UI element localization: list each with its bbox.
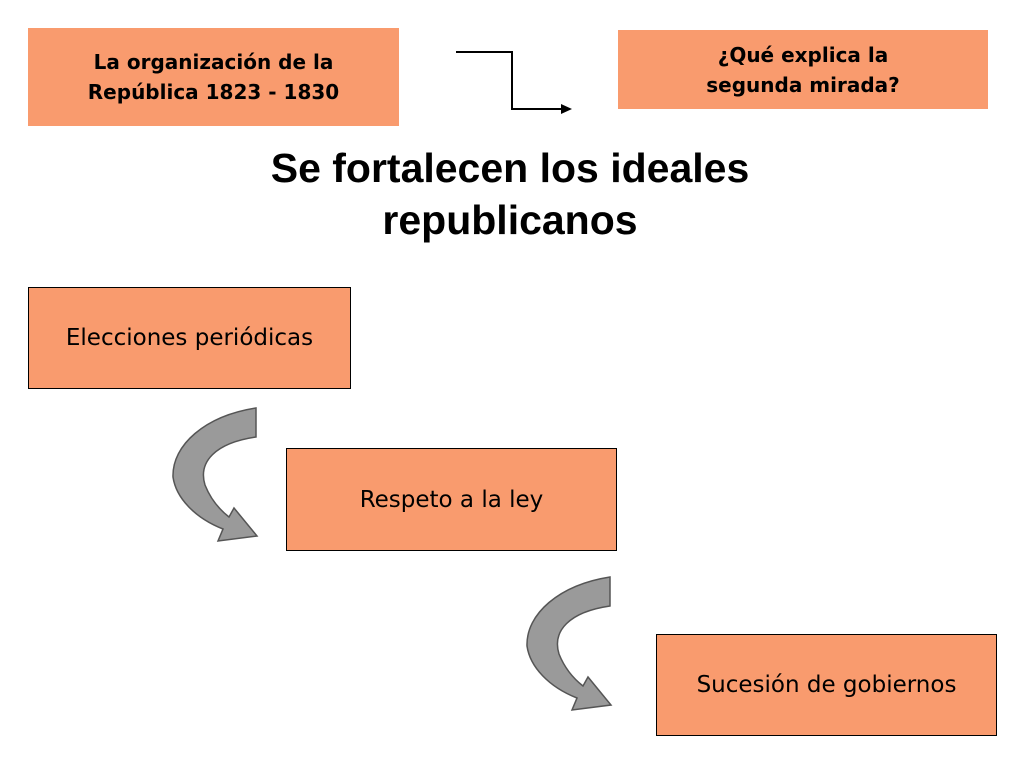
flow-step-label: Elecciones periódicas	[65, 325, 314, 351]
curved-arrow-icon	[172, 407, 259, 542]
topic-line-1: La organización de la	[93, 50, 334, 74]
question-box: ¿Qué explica la segunda mirada?	[618, 30, 988, 109]
topic-line-2: República 1823 - 1830	[87, 80, 340, 104]
flow-step-respeto: Respeto a la ley	[286, 448, 617, 551]
main-title-line-1: Se fortalecen los ideales	[270, 145, 750, 191]
main-title-line-2: republicanos	[382, 197, 638, 243]
main-title: Se fortalecen los ideales republicanos	[160, 142, 860, 246]
curved-arrow-icon	[526, 576, 613, 711]
question-line-1: ¿Qué explica la	[717, 42, 889, 67]
question-line-2: segunda mirada?	[706, 72, 900, 97]
flow-step-label: Sucesión de gobiernos	[696, 672, 957, 698]
flow-step-label: Respeto a la ley	[359, 486, 544, 513]
topic-box: La organización de la República 1823 - 1…	[28, 28, 399, 126]
topic-text: La organización de la República 1823 - 1…	[88, 47, 339, 107]
flow-step-sucesion: Sucesión de gobiernos	[656, 634, 997, 736]
question-text: ¿Qué explica la segunda mirada?	[706, 40, 900, 100]
elbow-arrow-icon	[456, 51, 572, 114]
flow-step-elecciones: Elecciones periódicas	[28, 287, 351, 389]
